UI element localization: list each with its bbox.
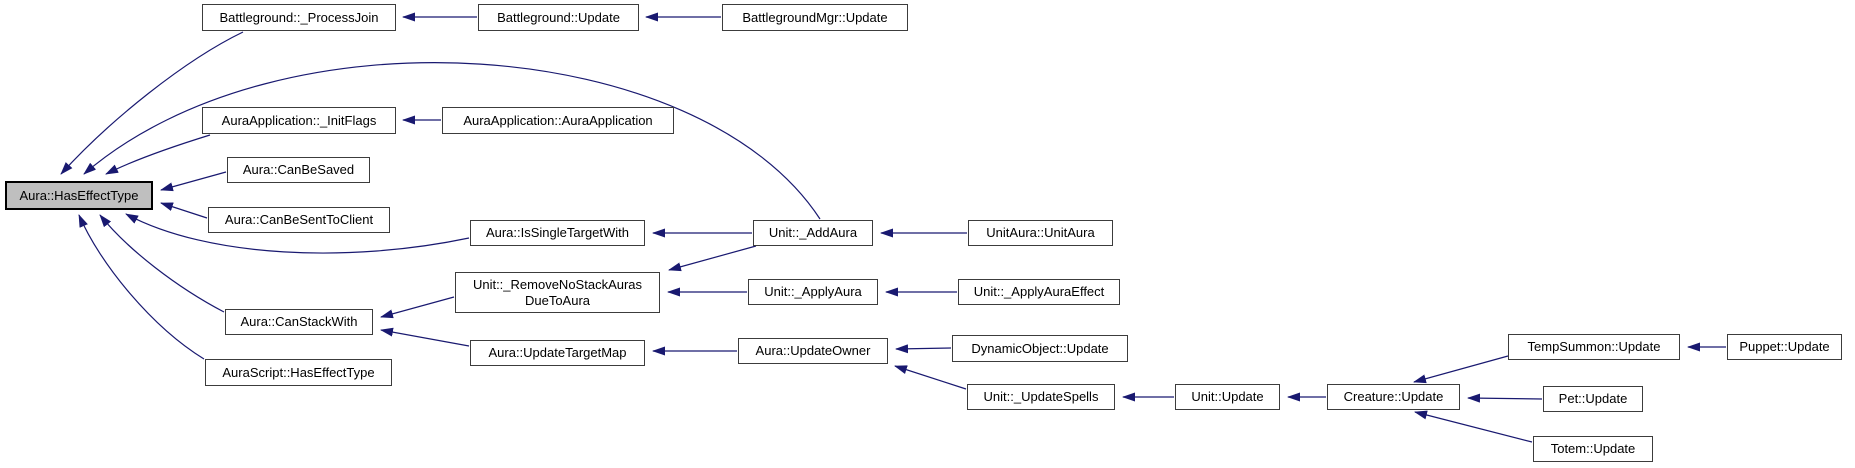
graph-node-label: Aura::CanBeSaved: [242, 162, 355, 178]
graph-node-label: Pet::Update: [1558, 391, 1628, 407]
graph-node-label: Unit::_UpdateSpells: [983, 389, 1099, 405]
edge-aurascript-haseffecttype-to-aura-haseffecttype: [78, 214, 205, 360]
graph-node-label: Aura::UpdateOwner: [755, 343, 871, 359]
edge-totem-update-to-creature-update: [1414, 410, 1533, 443]
graph-node-label: Unit::_ApplyAuraEffect: [973, 284, 1105, 300]
edge-battleground-processjoin-to-aura-haseffecttype: [60, 31, 244, 175]
graph-node-label: Aura::IsSingleTargetWith: [485, 225, 630, 241]
graph-node-creature-update[interactable]: Creature::Update: [1327, 384, 1460, 410]
graph-node-unit-addaura[interactable]: Unit::_AddAura: [753, 220, 873, 246]
graph-node-label: Unit::Update: [1191, 389, 1264, 405]
edge-aura-canbesaved-to-aura-haseffecttype: [160, 171, 227, 192]
graph-node-label: Aura::HasEffectType: [19, 187, 139, 203]
edge-pet-update-to-creature-update: [1467, 393, 1543, 403]
graph-node-unit-applyauraeffect[interactable]: Unit::_ApplyAuraEffect: [958, 279, 1120, 305]
graph-node-aura-canstackwith[interactable]: Aura::CanStackWith: [225, 309, 373, 335]
graph-node-battleground-update[interactable]: Battleground::Update: [478, 4, 639, 31]
graph-node-unit-applyaura[interactable]: Unit::_ApplyAura: [748, 279, 878, 305]
graph-node-auraapplication-auraapplication[interactable]: AuraApplication::AuraApplication: [442, 107, 674, 134]
graph-node-battlegroundmgr-update[interactable]: BattlegroundMgr::Update: [722, 4, 908, 31]
edge-dynamicobject-update-to-aura-updateowner: [895, 344, 952, 354]
graph-node-label: Battleground::Update: [497, 9, 620, 25]
graph-node-label: AuraScript::HasEffectType: [222, 364, 375, 380]
graph-node-label: AuraApplication::_InitFlags: [221, 112, 377, 128]
edges-group: [60, 12, 1726, 443]
graph-node-aura-issingletargetwith[interactable]: Aura::IsSingleTargetWith: [470, 220, 645, 246]
graph-node-battleground-processjoin[interactable]: Battleground::_ProcessJoin: [202, 4, 396, 31]
graph-node-label: Totem::Update: [1550, 441, 1636, 457]
edge-tempsummon-update-to-creature-update: [1413, 355, 1509, 384]
graph-node-label: AuraApplication::AuraApplication: [463, 112, 653, 128]
graph-node-label: DueToAura: [524, 292, 591, 308]
graph-node-aurascript-haseffecttype[interactable]: AuraScript::HasEffectType: [205, 359, 392, 386]
graph-node-puppet-update[interactable]: Puppet::Update: [1727, 334, 1842, 360]
graph-node-label: Unit::_RemoveNoStackAuras: [472, 276, 643, 292]
edge-unit-updatespells-to-aura-updateowner: [894, 365, 967, 390]
graph-node-unit-update[interactable]: Unit::Update: [1175, 384, 1280, 410]
graph-node-auraapplication-initflags[interactable]: AuraApplication::_InitFlags: [202, 107, 396, 134]
graph-node-label: Creature::Update: [1343, 389, 1444, 405]
graph-node-label: UnitAura::UnitAura: [986, 225, 1095, 241]
graph-node-label: DynamicObject::Update: [971, 340, 1109, 356]
graph-node-label: TempSummon::Update: [1527, 339, 1661, 355]
graph-node-pet-update[interactable]: Pet::Update: [1543, 386, 1643, 412]
graph-node-label: Aura::CanBeSentToClient: [224, 212, 374, 228]
graph-node-label: Aura::CanStackWith: [240, 314, 358, 330]
graph-node-aura-haseffecttype[interactable]: Aura::HasEffectType: [5, 181, 153, 210]
graph-node-dynamicobject-update[interactable]: DynamicObject::Update: [952, 335, 1128, 362]
graph-node-tempsummon-update[interactable]: TempSummon::Update: [1508, 334, 1680, 360]
graph-node-label: Aura::UpdateTargetMap: [488, 345, 627, 361]
edge-aura-canstackwith-to-aura-haseffecttype: [99, 214, 225, 313]
graph-node-totem-update[interactable]: Totem::Update: [1533, 436, 1653, 462]
edge-unit-addaura-to-unit-removenostackaurasduetoaura: [668, 245, 757, 272]
graph-node-aura-canbesenttoclient[interactable]: Aura::CanBeSentToClient: [208, 207, 390, 233]
graph-node-aura-canbesaved[interactable]: Aura::CanBeSaved: [227, 157, 370, 183]
graph-node-label: Unit::_ApplyAura: [764, 284, 862, 300]
graph-node-aura-updateowner[interactable]: Aura::UpdateOwner: [738, 338, 888, 364]
edge-unit-addaura-to-aura-haseffecttype: [83, 62, 821, 220]
graph-node-aura-updatetargetmap[interactable]: Aura::UpdateTargetMap: [470, 340, 645, 366]
edge-aura-issingletargetwith-to-aura-haseffecttype: [125, 213, 470, 254]
graph-node-label: Battleground::_ProcessJoin: [219, 9, 379, 25]
edge-unit-removenostackaurasduetoaura-to-aura-canstackwith: [380, 296, 455, 319]
graph-node-unit-updatespells[interactable]: Unit::_UpdateSpells: [967, 384, 1115, 410]
graph-node-label: Unit::_AddAura: [768, 225, 858, 241]
graph-node-label: BattlegroundMgr::Update: [742, 9, 888, 25]
edge-auraapplication-initflags-to-aura-haseffecttype: [105, 134, 211, 175]
edge-aura-canbesenttoclient-to-aura-haseffecttype: [160, 202, 208, 219]
edge-aura-updatetargetmap-to-aura-canstackwith: [380, 327, 470, 347]
graph-node-unitaura-unitaura[interactable]: UnitAura::UnitAura: [968, 220, 1113, 246]
graph-node-label: Puppet::Update: [1739, 339, 1830, 355]
